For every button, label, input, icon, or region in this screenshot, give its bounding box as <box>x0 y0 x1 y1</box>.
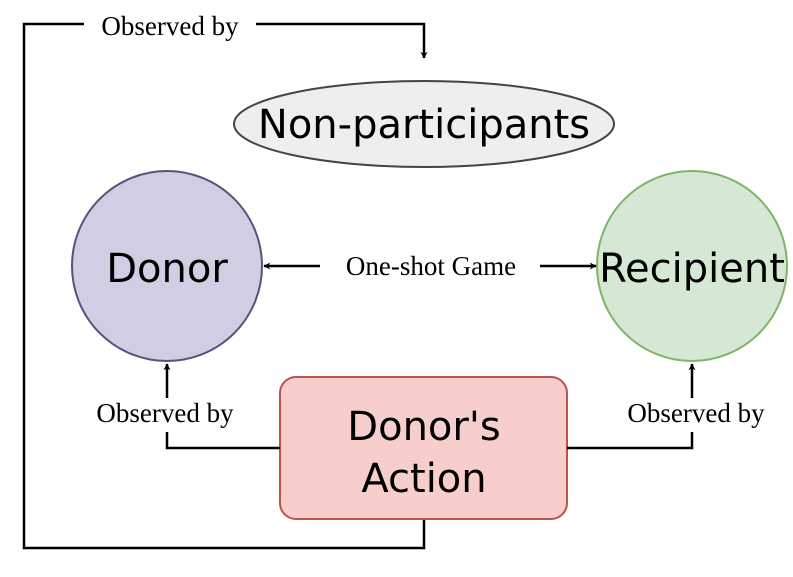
edge-action-to-donor <box>163 363 280 450</box>
node-non-participants <box>233 80 615 168</box>
edge-label-top-observed-by: Observed by <box>101 11 239 41</box>
node-recipient <box>596 170 788 362</box>
node-donor <box>71 170 263 362</box>
node-donor-label: Donor <box>106 246 228 292</box>
node-donors-action-label-line1: Donor's <box>347 404 500 450</box>
edge-label-bg-left <box>78 398 254 432</box>
edge-label-bg-top <box>84 10 256 40</box>
edge-label-right-observed-by: Observed by <box>627 398 765 428</box>
edge-label-left-observed-by: Observed by <box>96 398 234 428</box>
edge-label-one-shot-game: One-shot Game <box>346 251 516 281</box>
edge-action-to-recipient <box>567 363 696 450</box>
node-donors-action-label-line2: Action <box>361 456 486 502</box>
edge-label-bg-right <box>608 398 784 432</box>
node-recipient-label: Recipient <box>599 246 785 292</box>
edge-action-to-nonparticipants <box>22 22 428 550</box>
node-non-participants-label: Non-participants <box>258 102 590 148</box>
